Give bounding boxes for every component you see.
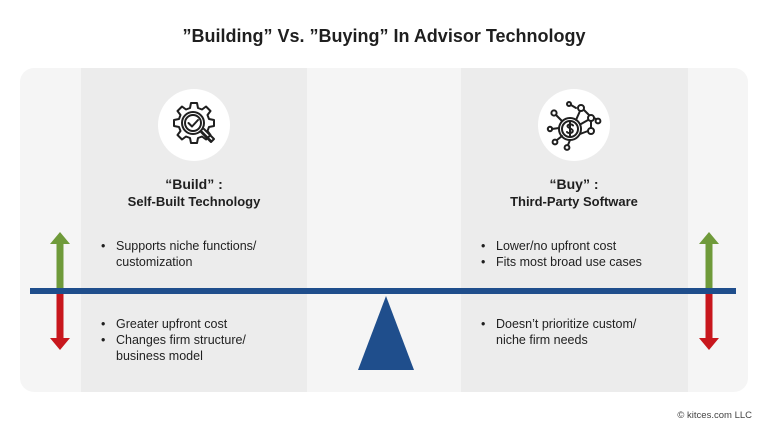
build-subheading: Self-Built Technology	[127, 194, 261, 209]
seesaw-beam	[30, 288, 736, 294]
buy-heading: “Buy” :	[549, 176, 599, 192]
list-item: Changes firm structure/business model	[100, 332, 300, 364]
build-cons-list: Greater upfront cost Changes firm struct…	[100, 316, 300, 364]
buy-subheading: Third-Party Software	[510, 194, 638, 209]
down-arrow-icon	[699, 294, 719, 350]
up-arrow-icon	[699, 232, 719, 288]
list-item: Supports niche functions/customization	[100, 238, 300, 270]
down-arrow-icon	[50, 294, 70, 350]
page-title: ”Building” Vs. ”Buying” In Advisor Techn…	[182, 26, 586, 46]
build-pros-list: Supports niche functions/customization	[100, 238, 300, 270]
buy-cons-list: Doesn’t prioritize custom/niche firm nee…	[480, 316, 680, 348]
buy-pros-list: Lower/no upfront cost Fits most broad us…	[480, 238, 680, 270]
gear-magnifier-icon	[158, 89, 230, 161]
build-heading-block: “Build” : Self-Built Technology	[81, 176, 307, 210]
build-heading: “Build” :	[165, 176, 223, 192]
list-item: Fits most broad use cases	[480, 254, 680, 270]
up-arrow-icon	[50, 232, 70, 288]
fulcrum-triangle	[358, 296, 414, 370]
list-item: Doesn’t prioritize custom/niche firm nee…	[480, 316, 680, 348]
list-item: Lower/no upfront cost	[480, 238, 680, 254]
dollar-network-icon	[538, 89, 610, 161]
copyright-notice: © kitces.com LLC	[677, 410, 752, 421]
buy-heading-block: “Buy” : Third-Party Software	[461, 176, 687, 210]
list-item: Greater upfront cost	[100, 316, 300, 332]
